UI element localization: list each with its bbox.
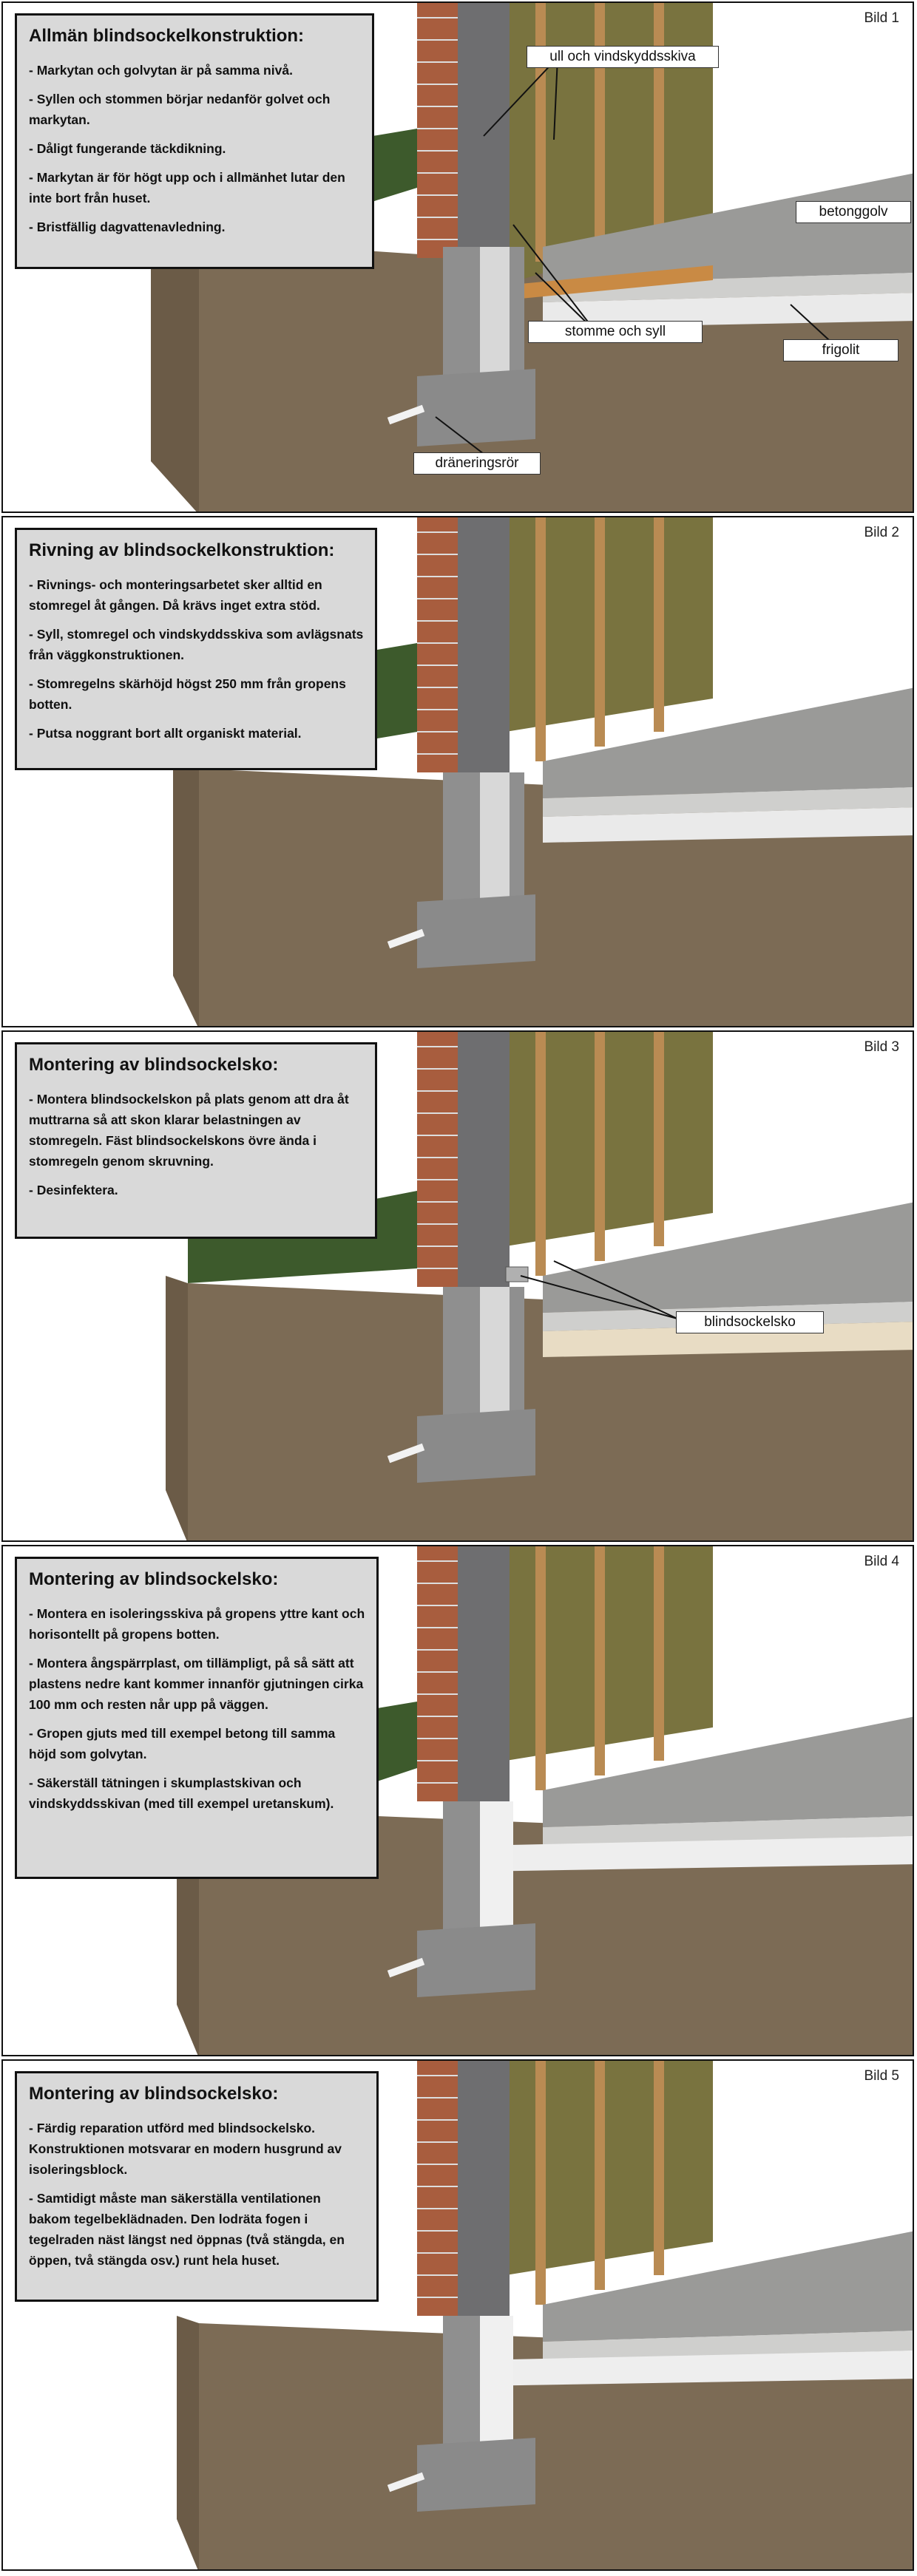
info-box: Montering av blindsockelsko: - Färdig re… xyxy=(15,2071,379,2302)
brick-wall xyxy=(417,1546,458,1801)
construction-illustration xyxy=(177,1546,913,2055)
info-item: - Bristfällig dagvattenavledning. xyxy=(29,219,226,234)
drain-pipe xyxy=(387,1443,425,1464)
construction-illustration xyxy=(151,3,913,512)
info-item: - Montera ångspärrplast, om tillämpligt,… xyxy=(29,1655,364,1712)
footing xyxy=(417,894,535,968)
panel-bild-1: Bild 1 Allmän blindsockelkonstruktion: -… xyxy=(1,1,914,513)
brick-wall xyxy=(417,2061,458,2316)
bild-label: Bild 5 xyxy=(864,2068,899,2084)
brick-wall xyxy=(417,3,458,258)
footing xyxy=(417,1923,535,1997)
info-item: - Rivnings- och monteringsarbetet sker a… xyxy=(29,577,322,613)
info-item: - Markytan är för högt upp och i allmänh… xyxy=(29,169,345,205)
grass xyxy=(373,1702,417,1783)
insulation-board xyxy=(476,1801,513,1931)
info-item: - Putsa noggrant bort allt organiskt mat… xyxy=(29,725,302,741)
footing xyxy=(417,1409,535,1483)
info-box: Montering av blindsockelsko: - Montera e… xyxy=(15,1557,379,1879)
inner-board xyxy=(458,1032,510,1305)
footing xyxy=(417,2438,535,2512)
concrete-floor xyxy=(543,2231,913,2342)
footing xyxy=(417,369,535,446)
bild-label: Bild 4 xyxy=(864,1554,899,1569)
callout-betonggolv: betonggolv xyxy=(796,201,911,223)
info-item: - Markytan och golvytan är på samma nivå… xyxy=(29,62,293,78)
info-item: - Stomregelns skärhöjd högst 250 mm från… xyxy=(29,676,346,712)
construction-illustration xyxy=(166,1032,913,1540)
info-item: - Syll, stomregel och vindskyddsskiva so… xyxy=(29,626,364,662)
panel-bild-2: Bild 2 Rivning av blindsockelkonstruktio… xyxy=(1,516,914,1027)
inner-board xyxy=(458,517,510,791)
info-item: - Montera blindsockelskon på plats genom… xyxy=(29,1091,349,1169)
info-box: Allmän blindsockelkonstruktion: - Markyt… xyxy=(15,13,374,269)
insulation-board xyxy=(476,2316,513,2445)
drain-pipe xyxy=(387,1957,425,1978)
concrete-floor xyxy=(543,1202,913,1313)
concrete-floor xyxy=(543,1716,913,1827)
info-item: - Desinfektera. xyxy=(29,1182,118,1197)
info-box: Rivning av blindsockelkonstruktion: - Ri… xyxy=(15,528,377,770)
foundation-block xyxy=(443,2316,480,2445)
inner-board xyxy=(458,2061,510,2327)
drain-pipe xyxy=(387,2472,425,2492)
info-item: - Syllen och stommen börjar nedanför gol… xyxy=(29,91,331,127)
concrete-floor xyxy=(543,687,913,798)
info-title: Montering av blindsockelsko: xyxy=(29,1569,279,1589)
foundation-block xyxy=(443,1801,480,1931)
panel-bild-3: Bild 3 Montering av blindsockelsko: - Mo… xyxy=(1,1030,914,1542)
panel-bild-5: Bild 5 Montering av blindsockelsko: - Fä… xyxy=(1,2059,914,2571)
inner-board xyxy=(458,3,510,284)
soil-block xyxy=(199,2323,913,2569)
blindsockelsko-bracket xyxy=(505,1266,529,1282)
info-title: Rivning av blindsockelkonstruktion: xyxy=(29,540,335,560)
callout-stomme-och-syll: stomme och syll xyxy=(528,321,703,343)
info-box: Montering av blindsockelsko: - Montera b… xyxy=(15,1042,377,1239)
info-item: - Färdig reparation utförd med blindsock… xyxy=(29,2120,342,2177)
panel-bild-4: Bild 4 Montering av blindsockelsko: - Mo… xyxy=(1,1545,914,2056)
info-title: Allmän blindsockelkonstruktion: xyxy=(29,26,305,46)
drain-pipe xyxy=(387,404,425,425)
brick-wall xyxy=(417,517,458,772)
callout-ull-och-vindskyddsskiva: ull och vindskyddsskiva xyxy=(527,46,719,68)
info-item: - Gropen gjuts med till exempel betong t… xyxy=(29,1725,336,1761)
bild-label: Bild 2 xyxy=(864,525,899,540)
brick-wall xyxy=(417,1032,458,1287)
callout-draneringsror: dräneringsrör xyxy=(413,452,541,475)
construction-illustration xyxy=(173,517,913,1026)
drain-pipe xyxy=(387,928,425,949)
callout-blindsockelsko: blindsockelsko xyxy=(676,1311,824,1333)
info-title: Montering av blindsockelsko: xyxy=(29,1055,279,1075)
info-title: Montering av blindsockelsko: xyxy=(29,2084,279,2104)
construction-illustration xyxy=(177,2061,913,2569)
info-item: - Säkerställ tätningen i skumplastskivan… xyxy=(29,1775,334,1811)
bild-label: Bild 3 xyxy=(864,1039,899,1055)
info-item: - Montera en isoleringsskiva på gropens … xyxy=(29,1605,365,1642)
info-item: - Samtidigt måste man säkerställa ventil… xyxy=(29,2190,345,2268)
inner-board xyxy=(458,1546,510,1812)
callout-frigolit: frigolit xyxy=(783,339,899,361)
info-item: - Dåligt fungerande täckdikning. xyxy=(29,140,226,156)
bild-label: Bild 1 xyxy=(864,10,899,26)
grass xyxy=(373,643,417,739)
